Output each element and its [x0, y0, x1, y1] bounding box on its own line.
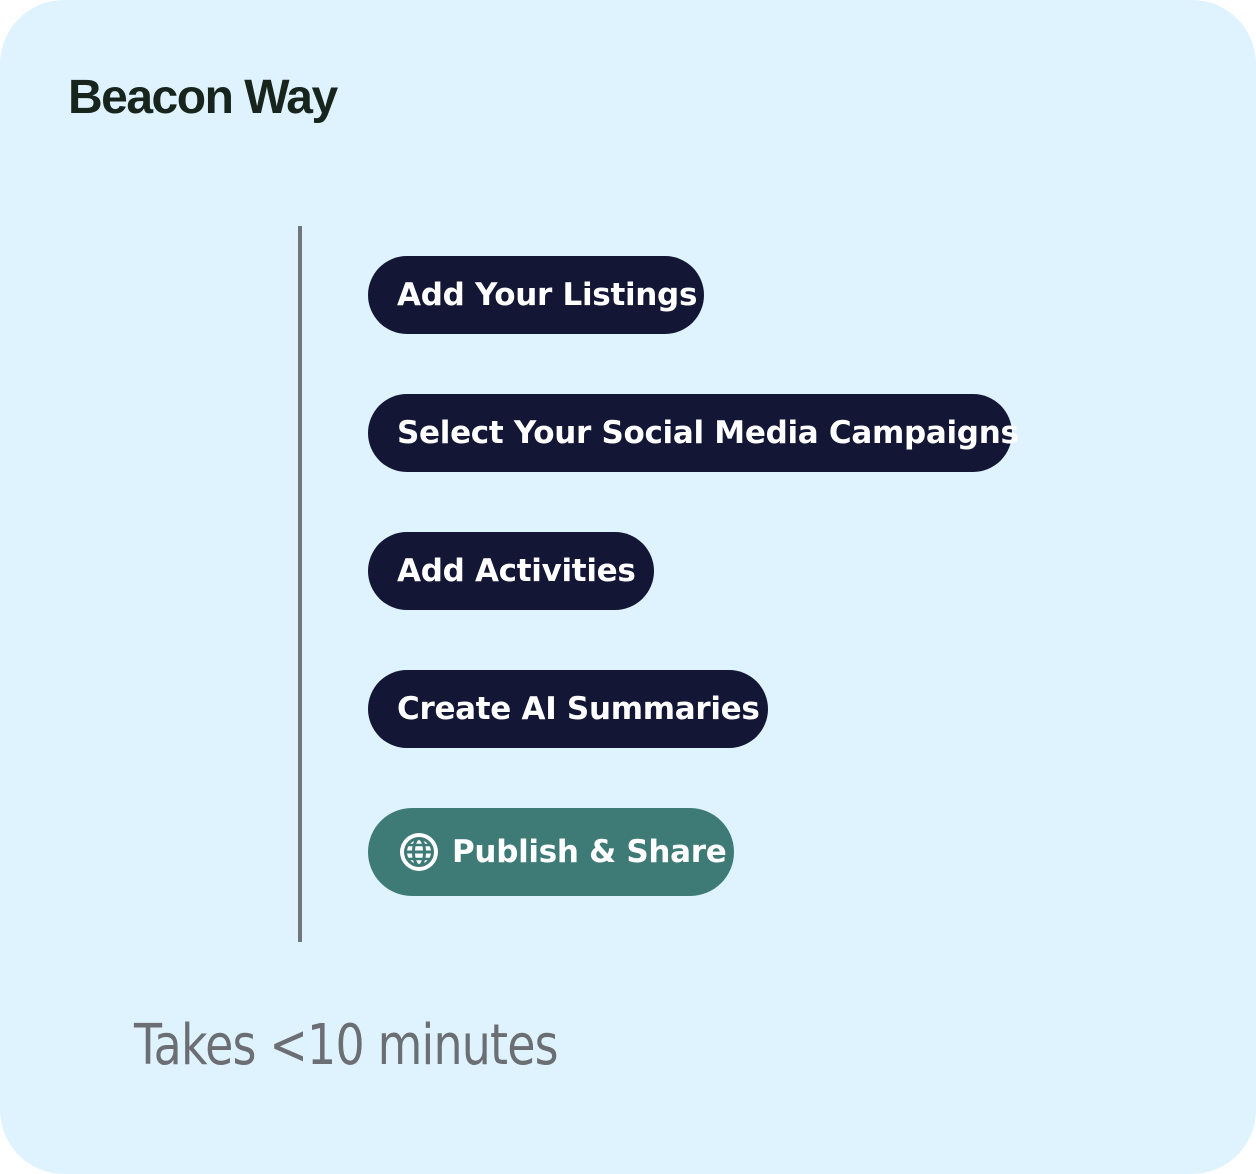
- step-label: Add Activities: [397, 553, 636, 589]
- create-ai-summaries-button[interactable]: Create AI Summaries: [368, 670, 768, 748]
- step-label: Create AI Summaries: [397, 691, 760, 727]
- publish-share-button[interactable]: Publish & Share: [368, 808, 734, 896]
- add-listings-button[interactable]: Add Your Listings: [368, 256, 704, 334]
- add-activities-button[interactable]: Add Activities: [368, 532, 654, 610]
- time-estimate-note: Takes <10 minutes: [134, 1013, 559, 1078]
- publish-label: Publish & Share: [452, 834, 727, 870]
- select-social-campaigns-button[interactable]: Select Your Social Media Campaigns: [368, 394, 1019, 472]
- globe-icon: [399, 832, 439, 872]
- brand-logo: Beacon Way: [68, 71, 338, 124]
- step-label: Add Your Listings: [397, 277, 698, 313]
- step-label: Select Your Social Media Campaigns: [397, 415, 1019, 451]
- timeline-rail: [298, 226, 302, 942]
